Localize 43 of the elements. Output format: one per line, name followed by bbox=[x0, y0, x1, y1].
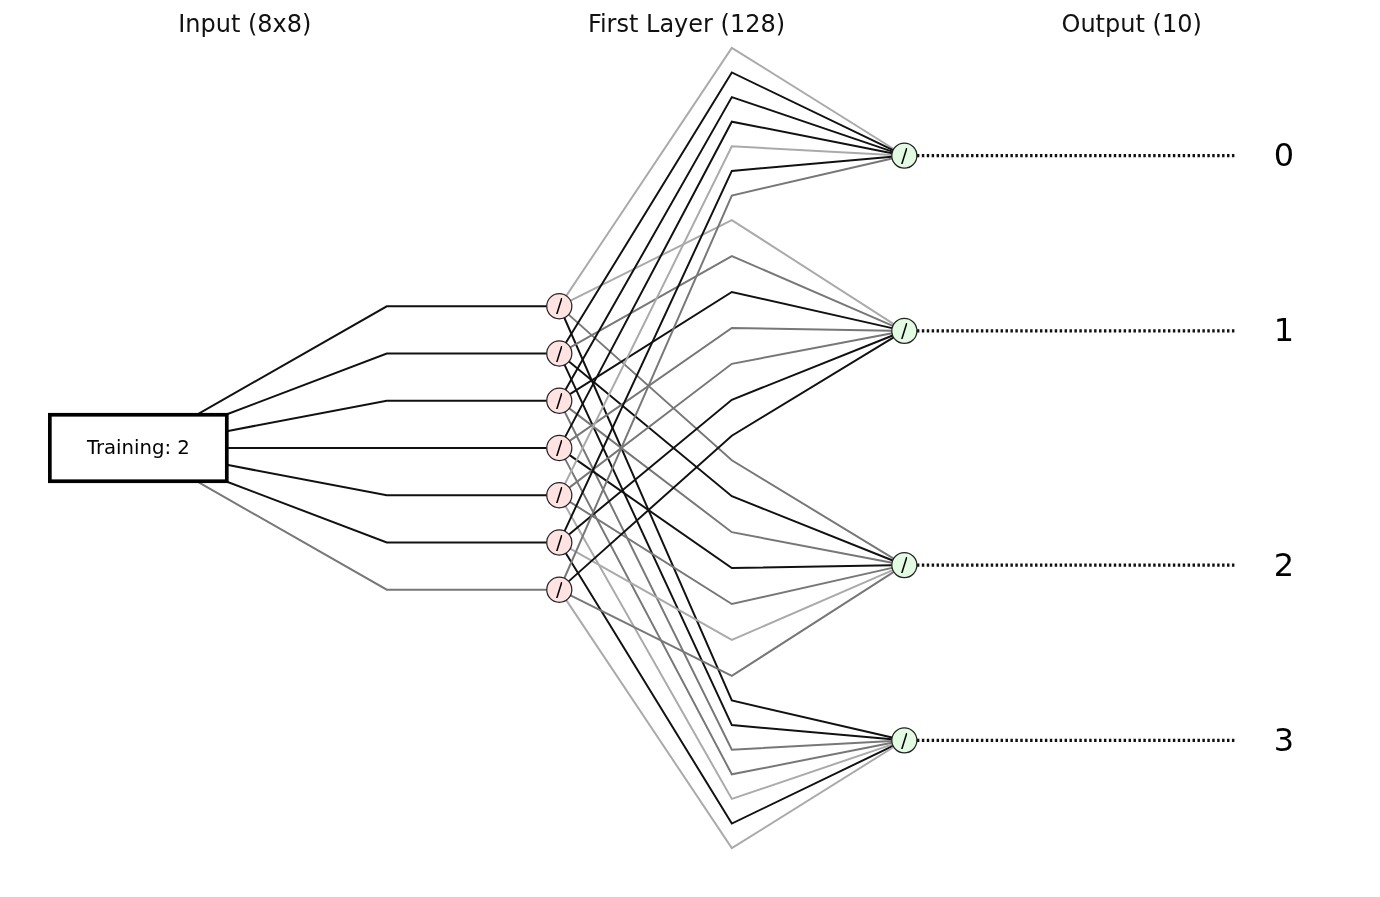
node-circle: / bbox=[545, 529, 572, 556]
layer-heading: Input (8x8) bbox=[178, 10, 312, 38]
layer-heading: First Layer (128) bbox=[587, 10, 786, 38]
connector bbox=[563, 458, 893, 776]
connector bbox=[916, 154, 1237, 158]
connector bbox=[564, 95, 893, 391]
node-circle: / bbox=[545, 387, 572, 414]
connector bbox=[564, 46, 895, 297]
connector bbox=[567, 360, 894, 562]
node-text: 3 bbox=[1273, 721, 1294, 759]
node-text: 2 bbox=[1273, 546, 1294, 583]
layer-heading: Output (10) bbox=[1061, 10, 1202, 38]
node-circle: / bbox=[545, 576, 572, 603]
node-text: 1 bbox=[1273, 311, 1294, 349]
node-circle: / bbox=[890, 727, 918, 754]
node-circle: / bbox=[545, 482, 572, 509]
node-circle: / bbox=[545, 293, 572, 320]
node-text: 0 bbox=[1273, 136, 1294, 174]
node-circle: / bbox=[545, 434, 572, 462]
connector bbox=[916, 738, 1237, 742]
connector bbox=[916, 329, 1237, 333]
connector bbox=[564, 552, 894, 825]
connector bbox=[564, 505, 893, 801]
connector bbox=[567, 334, 894, 536]
connector bbox=[567, 407, 893, 564]
connector bbox=[564, 599, 895, 850]
connector bbox=[567, 332, 893, 489]
connector bbox=[568, 500, 893, 606]
node-circle: / bbox=[890, 317, 918, 345]
connector bbox=[568, 290, 893, 396]
connector bbox=[568, 547, 894, 642]
node-circle: / bbox=[890, 551, 918, 579]
node-circle: / bbox=[890, 142, 918, 169]
connector bbox=[916, 563, 1237, 567]
connector bbox=[567, 336, 895, 583]
connector bbox=[564, 71, 894, 344]
node-box: Training: 2 bbox=[47, 412, 229, 484]
node-circle: / bbox=[545, 340, 572, 367]
connector bbox=[569, 570, 895, 677]
connector bbox=[569, 219, 895, 326]
connector bbox=[567, 313, 895, 560]
connector bbox=[568, 254, 894, 349]
connector bbox=[563, 120, 893, 438]
